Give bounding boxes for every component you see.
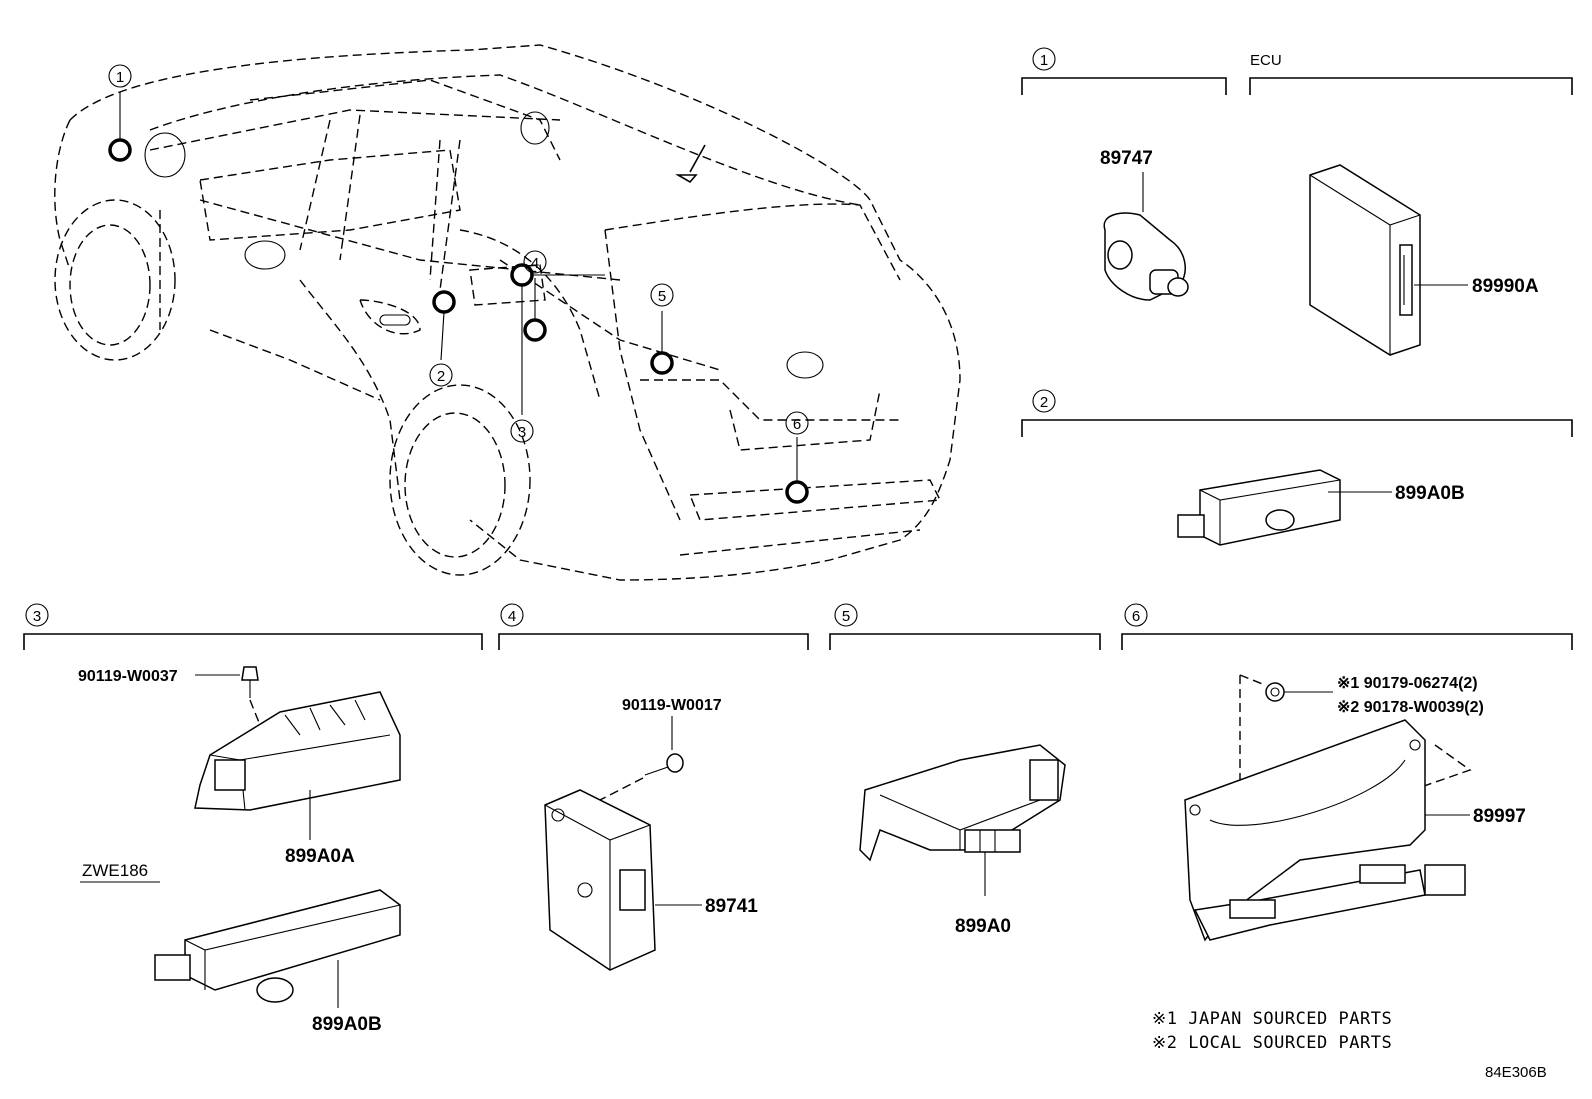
nut-clip (1265, 682, 1285, 702)
location-marker-5 (650, 351, 674, 375)
part-number-89747: 89747 (1100, 148, 1153, 169)
part-number-899A0B-top: 899A0B (1395, 483, 1465, 504)
bolt-90119-W0017 (644, 753, 684, 776)
part-899A0B-drawing-top (1177, 469, 1341, 546)
ecu-title: ECU (1250, 52, 1282, 69)
section-4-number: 4 (508, 608, 516, 625)
part-number-899A0: 899A0 (955, 916, 1011, 937)
callout-6: 6 (793, 416, 801, 433)
section-6: 6 ※1 90179-06274(2) ※2 90178-W0039(2) 89… (1121, 603, 1573, 942)
callout-5: 5 (658, 288, 666, 305)
callout-4: 4 (531, 255, 539, 272)
part-number-89741: 89741 (705, 896, 758, 917)
section-6-number: 6 (1132, 608, 1140, 625)
callout-circle-4 (523, 250, 547, 274)
section-1: 1 89747 (1021, 47, 1227, 301)
part-number-89997: 89997 (1473, 806, 1526, 827)
notes: ※1 JAPAN SOURCED PARTS ※2 LOCAL SOURCED … (1152, 1009, 1547, 1081)
location-marker-1 (108, 138, 132, 162)
callout-circle-6 (785, 411, 809, 435)
callout-3: 3 (518, 424, 526, 441)
location-marker-3 (510, 263, 534, 287)
section-3: 3 90119-W0037 899A0A ZWE186 899A0B (23, 603, 483, 1035)
part-89990A-drawing (1309, 164, 1421, 356)
part-899A0B-drawing-bottom (154, 889, 401, 1003)
part-899A0A-drawing (194, 691, 401, 811)
location-marker-6 (785, 480, 809, 504)
part-number-90119-W0037: 90119-W0037 (78, 668, 178, 685)
section-4: 4 90119-W0017 89741 (498, 603, 809, 971)
vehicle-illustration (54, 44, 961, 581)
bolt-90119-W0037 (241, 666, 259, 698)
section-5: 5 899A0 (829, 603, 1101, 937)
part-89741-drawing (544, 789, 656, 971)
section-2-number: 2 (1040, 394, 1048, 411)
part-number-89990A: 89990A (1472, 276, 1539, 297)
vehicle-locations (108, 92, 809, 504)
note-local-sourced: ※2 LOCAL SOURCED PARTS (1152, 1033, 1392, 1053)
section-1-number: 1 (1040, 52, 1048, 69)
section-2: 2 899A0B (1021, 389, 1573, 546)
part-number-90178-W0039: ※2 90178-W0039(2) (1337, 699, 1484, 716)
location-marker-4 (523, 318, 547, 342)
callout-1: 1 (116, 69, 124, 86)
section-5-number: 5 (842, 608, 850, 625)
part-number-899A0B-bottom: 899A0B (312, 1014, 382, 1035)
section-ecu: ECU 89990A (1249, 52, 1573, 356)
location-marker-2 (432, 290, 456, 314)
part-number-899A0A: 899A0A (285, 846, 355, 867)
vehicle-callouts: 1 2 3 4 5 6 (108, 64, 809, 443)
callout-circle-2 (429, 363, 453, 387)
part-number-90119-W0017: 90119-W0017 (622, 697, 722, 714)
callout-circle-5 (650, 283, 674, 307)
part-89997-drawing (1184, 719, 1466, 942)
section-3-number: 3 (33, 608, 41, 625)
callout-2: 2 (437, 368, 445, 385)
part-899A0-drawing (859, 744, 1066, 862)
callout-circle-1 (108, 64, 132, 88)
figure-code: 84E306B (1485, 1064, 1547, 1081)
part-89747-drawing (1103, 212, 1189, 301)
callout-circle-3 (510, 419, 534, 443)
note-japan-sourced: ※1 JAPAN SOURCED PARTS (1152, 1009, 1392, 1029)
part-number-90179-06274: ※1 90179-06274(2) (1337, 675, 1478, 692)
variant-code: ZWE186 (82, 861, 148, 880)
